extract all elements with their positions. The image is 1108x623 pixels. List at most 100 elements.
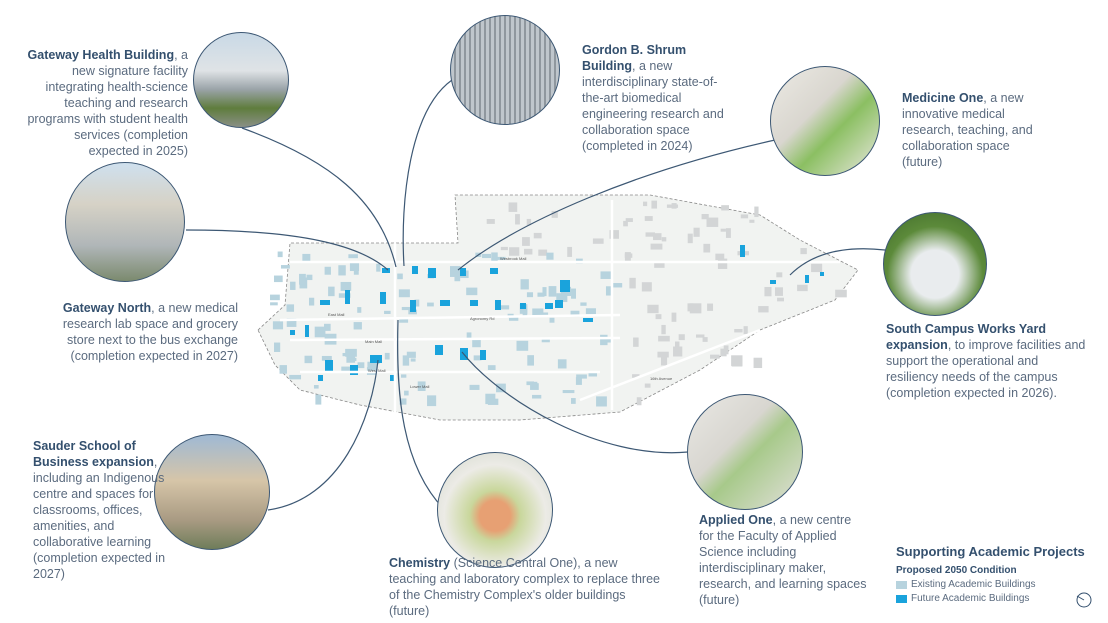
- other-building: [800, 248, 807, 255]
- existing-building: [313, 385, 319, 389]
- callout-chemistry: Chemistry (Science Central One), a new t…: [389, 555, 661, 619]
- other-building: [538, 249, 548, 256]
- existing-building: [367, 361, 378, 371]
- existing-building: [340, 281, 352, 291]
- other-building: [657, 351, 669, 358]
- other-building: [643, 201, 648, 207]
- existing-building: [466, 332, 472, 339]
- callout-title: Gordon B. Shrum Building: [582, 43, 687, 73]
- existing-building: [532, 381, 538, 389]
- legend: Supporting Academic Projects Proposed 20…: [896, 544, 1085, 606]
- callout-body: , a new signature facility integrating h…: [27, 48, 188, 158]
- other-building: [623, 220, 628, 227]
- future-building: [350, 365, 358, 375]
- existing-building: [349, 357, 357, 362]
- future-building: [770, 280, 776, 284]
- other-building: [551, 210, 558, 218]
- other-building: [689, 303, 702, 314]
- legend-label: Existing Academic Buildings: [911, 579, 1036, 590]
- other-building: [641, 282, 652, 292]
- future-building: [440, 300, 450, 306]
- other-building: [629, 277, 636, 289]
- other-building: [811, 263, 823, 273]
- callout-body: (Science Central One), a new teaching an…: [389, 556, 660, 618]
- other-building: [625, 218, 633, 223]
- other-building: [702, 337, 708, 342]
- other-building: [654, 262, 665, 268]
- existing-building: [557, 359, 567, 369]
- other-building: [592, 238, 604, 244]
- other-building: [632, 374, 640, 378]
- other-building: [797, 284, 808, 292]
- existing-building: [427, 302, 434, 307]
- existing-building: [286, 318, 297, 327]
- existing-building: [304, 355, 313, 364]
- other-building: [777, 297, 784, 302]
- other-building: [835, 289, 847, 298]
- callout-medicine-one: Medicine One, a new innovative medical r…: [902, 90, 1042, 170]
- existing-building: [596, 396, 607, 407]
- existing-building: [338, 265, 346, 276]
- callout-applied-one: Applied One, a new centre for the Facult…: [699, 512, 867, 608]
- callout-body: , a new interdisciplinary state-of-the-a…: [582, 59, 724, 153]
- callout-title: Applied One: [699, 513, 773, 527]
- other-building: [524, 248, 533, 255]
- existing-building: [604, 338, 613, 343]
- future-building: [520, 303, 526, 309]
- other-building: [567, 246, 573, 257]
- future-building: [320, 300, 330, 305]
- other-building: [678, 334, 685, 341]
- future-building: [325, 360, 333, 372]
- existing-building: [600, 334, 608, 346]
- existing-building: [576, 374, 587, 379]
- other-building: [509, 247, 520, 256]
- callout-body: , including an Indigenous centre and spa…: [33, 455, 166, 581]
- leader-gateway-health: [241, 127, 397, 268]
- other-building: [707, 303, 714, 311]
- other-building: [645, 232, 655, 237]
- other-building: [533, 232, 542, 239]
- other-building: [734, 328, 743, 333]
- other-building: [651, 200, 658, 209]
- other-building: [731, 355, 743, 366]
- existing-building: [349, 262, 360, 272]
- existing-building: [605, 286, 613, 296]
- other-building: [749, 219, 755, 223]
- existing-building: [571, 398, 576, 404]
- existing-building: [496, 383, 506, 393]
- other-building: [701, 214, 709, 220]
- other-building: [687, 233, 693, 244]
- existing-building: [500, 305, 510, 310]
- leader-chemistry: [397, 319, 451, 516]
- future-building: [805, 275, 809, 283]
- existing-building: [588, 371, 598, 377]
- existing-building: [277, 251, 283, 258]
- existing-building: [384, 352, 390, 360]
- future-building: [740, 245, 745, 257]
- future-building: [470, 300, 478, 306]
- future-building: [435, 345, 443, 355]
- legend-subtitle: Proposed 2050 Condition: [896, 565, 1017, 576]
- leader-medicine-one: [457, 139, 776, 271]
- other-building: [644, 383, 651, 388]
- callout-title: Gateway Health Building: [27, 48, 175, 62]
- legend-item-future: Future Academic Buildings: [896, 592, 1085, 606]
- existing-building: [516, 340, 529, 351]
- existing-building: [469, 384, 480, 390]
- callout-gateway-health: Gateway Health Building, a new signature…: [20, 47, 188, 159]
- existing-building: [549, 317, 555, 323]
- existing-building: [575, 377, 582, 385]
- callout-body: , a new medical research lab space and g…: [62, 301, 238, 363]
- existing-building: [526, 292, 534, 298]
- legend-title: Supporting Academic Projects: [896, 544, 1085, 559]
- applied-one-image: [687, 394, 803, 510]
- existing-building: [345, 348, 357, 357]
- other-building: [674, 341, 680, 352]
- existing-swatch: [896, 581, 907, 589]
- existing-building: [538, 312, 549, 317]
- callout-body: , to improve facilities and support the …: [886, 338, 1086, 400]
- existing-building: [585, 308, 596, 315]
- existing-building: [348, 254, 358, 259]
- future-building: [290, 330, 295, 335]
